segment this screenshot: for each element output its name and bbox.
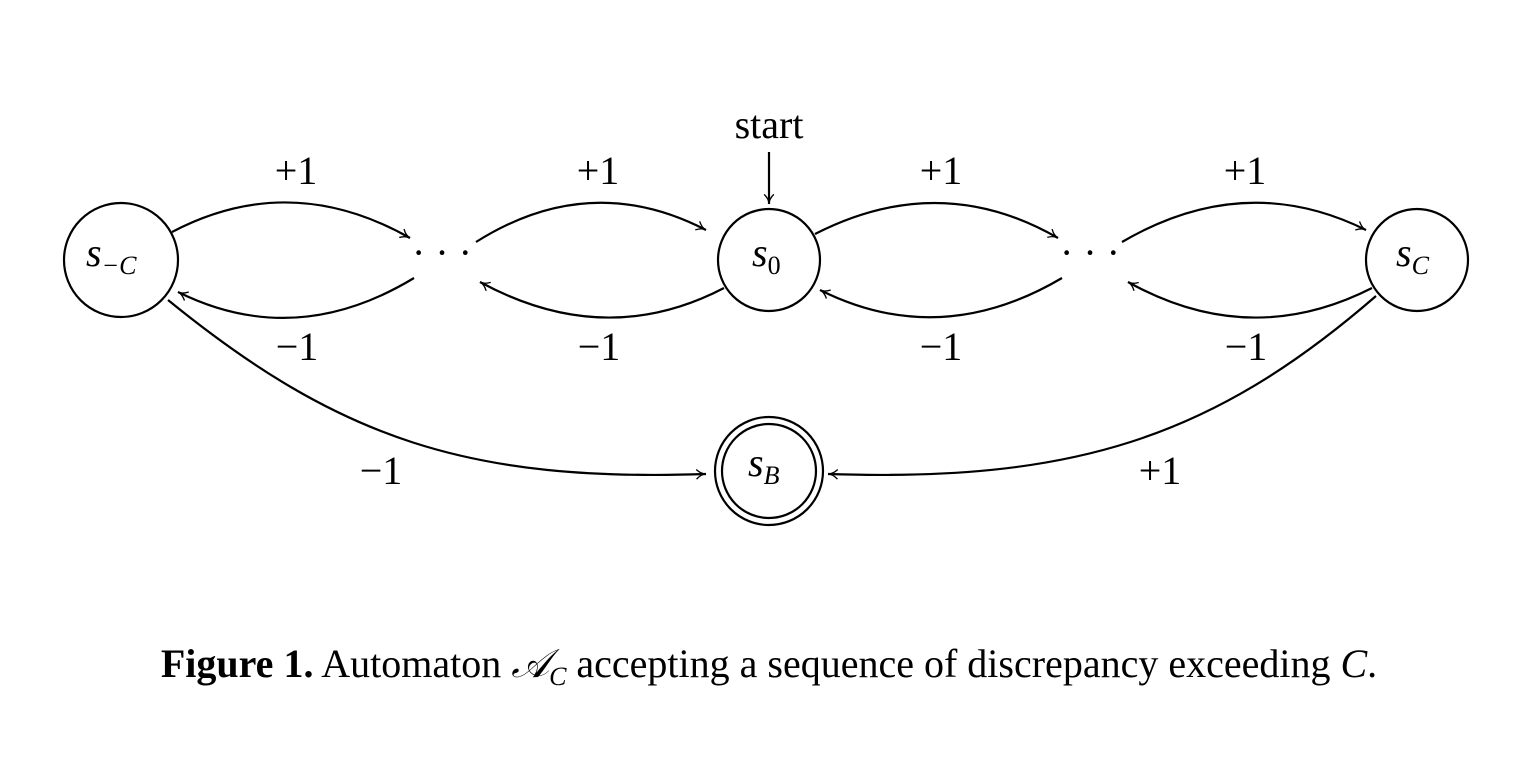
edge-label-plus-bottom: +1	[1139, 448, 1182, 493]
edge-s0-to-dots-right	[814, 201, 1059, 239]
edge-sminusc-to-dots-left	[171, 201, 411, 239]
state-s0-base: s	[752, 230, 768, 275]
edge-sc-to-dots-right	[1127, 281, 1373, 319]
state-sb-sub: B	[764, 461, 780, 490]
caption-label: Figure 1.	[160, 641, 314, 686]
edge-label-minus-bottom: −1	[360, 448, 403, 493]
edge-dots-left-to-s0	[475, 201, 707, 243]
svg-text:sC: sC	[1396, 230, 1430, 280]
edge-dots-right-to-s0	[819, 277, 1063, 319]
state-sb-base: s	[748, 440, 764, 485]
edge-label-minus-4: −1	[1225, 324, 1268, 369]
state-s0-sub: 0	[768, 251, 781, 280]
ellipsis-left: · · ·	[412, 230, 472, 275]
edge-sc-to-sb	[827, 295, 1377, 480]
state-sb-accepting: sB	[713, 415, 825, 527]
edge-label-plus-1: +1	[275, 148, 318, 193]
automaton-diagram: start · · · · · · s−C s0 sC sB +1 +1 +1 …	[62, 102, 1470, 527]
edge-label-minus-2: −1	[578, 324, 621, 369]
edge-label-plus-2: +1	[577, 148, 620, 193]
svg-text:s−C: s−C	[86, 230, 137, 280]
state-sc: sC	[1364, 207, 1470, 313]
edge-label-plus-4: +1	[1224, 148, 1267, 193]
svg-text:sB: sB	[748, 440, 780, 490]
caption-var: C	[1340, 641, 1368, 686]
caption-end: .	[1367, 641, 1378, 686]
edge-sminusc-to-sb	[167, 299, 707, 480]
caption-automaton-symbol: 𝒜	[511, 641, 550, 687]
state-s0: s0	[716, 207, 822, 313]
edge-dots-right-to-sc	[1121, 201, 1367, 243]
state-s-minus-c-base: s	[86, 230, 102, 275]
ellipsis-right: · · ·	[1060, 230, 1120, 275]
edge-s0-to-dots-left	[479, 281, 725, 319]
edge-label-minus-3: −1	[920, 324, 963, 369]
edge-dots-left-to-sminusc	[177, 277, 415, 319]
caption-symbol-sub: C	[549, 662, 567, 691]
state-s-minus-c-sub: −C	[102, 251, 138, 280]
state-sc-sub: C	[1412, 251, 1430, 280]
caption-text-before: Automaton	[313, 641, 512, 686]
edge-label-minus-1: −1	[276, 324, 319, 369]
edge-label-plus-3: +1	[920, 148, 963, 193]
caption-text-after: accepting a sequence of discrepancy exce…	[566, 641, 1341, 686]
state-sc-base: s	[1396, 230, 1412, 275]
svg-text:s0: s0	[752, 230, 781, 280]
figure-caption: Figure 1. Automaton 𝒜C accepting a seque…	[0, 640, 1538, 692]
state-s-minus-c: s−C	[62, 201, 180, 319]
start-label: start	[735, 102, 804, 147]
